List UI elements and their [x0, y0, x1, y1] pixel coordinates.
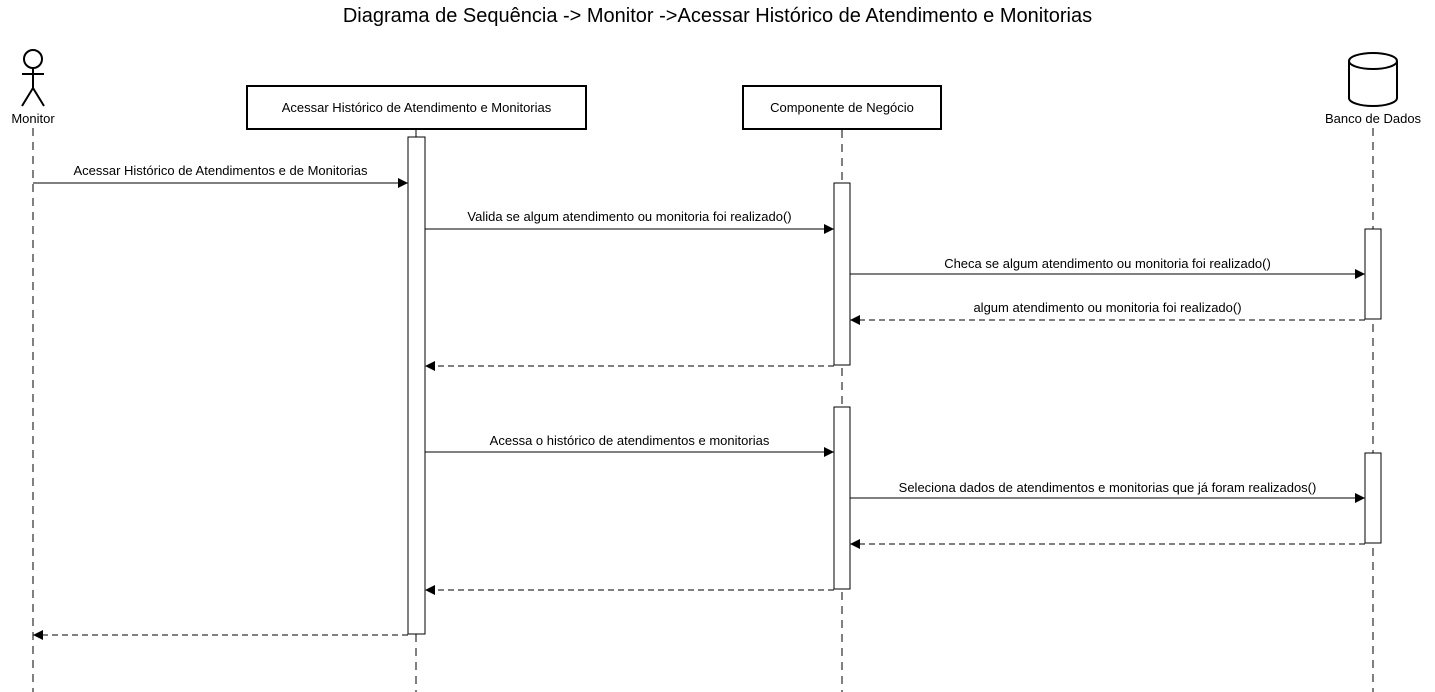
- activation-bar-business-2: [833, 406, 851, 590]
- participant-database-label: Banco de Dados: [1324, 111, 1422, 126]
- message-label-2: Valida se algum atendimento ou monitoria…: [467, 209, 792, 224]
- participant-boundary-box: Acessar Histórico de Atendimento e Monit…: [246, 85, 587, 130]
- message-label-6: Acessa o histórico de atendimentos e mon…: [489, 433, 770, 448]
- activation-bars: [407, 136, 1382, 635]
- message-label-4: algum atendimento ou monitoria foi reali…: [973, 300, 1242, 315]
- message-label-1: Acessar Histórico de Atendimentos e de M…: [73, 163, 368, 178]
- activation-bar-boundary: [407, 136, 426, 635]
- message-label-7: Seleciona dados de atendimentos e monito…: [898, 480, 1317, 495]
- participant-business-box: Componente de Negócio: [742, 85, 942, 130]
- activation-bar-database-1: [1364, 228, 1382, 320]
- stick-figure-icon: [21, 49, 45, 107]
- diagram-title: Diagrama de Sequência -> Monitor ->Acess…: [342, 5, 1093, 27]
- message-label-3: Checa se algum atendimento ou monitoria …: [944, 256, 1271, 271]
- activation-bar-database-2: [1364, 452, 1382, 544]
- activation-bar-business-1: [833, 182, 851, 366]
- database-cylinder-icon: [1348, 52, 1398, 107]
- participant-actor-label: Monitor: [11, 111, 55, 126]
- participant-boundary-label: Acessar Histórico de Atendimento e Monit…: [281, 100, 552, 115]
- participant-business-label: Componente de Negócio: [770, 100, 914, 115]
